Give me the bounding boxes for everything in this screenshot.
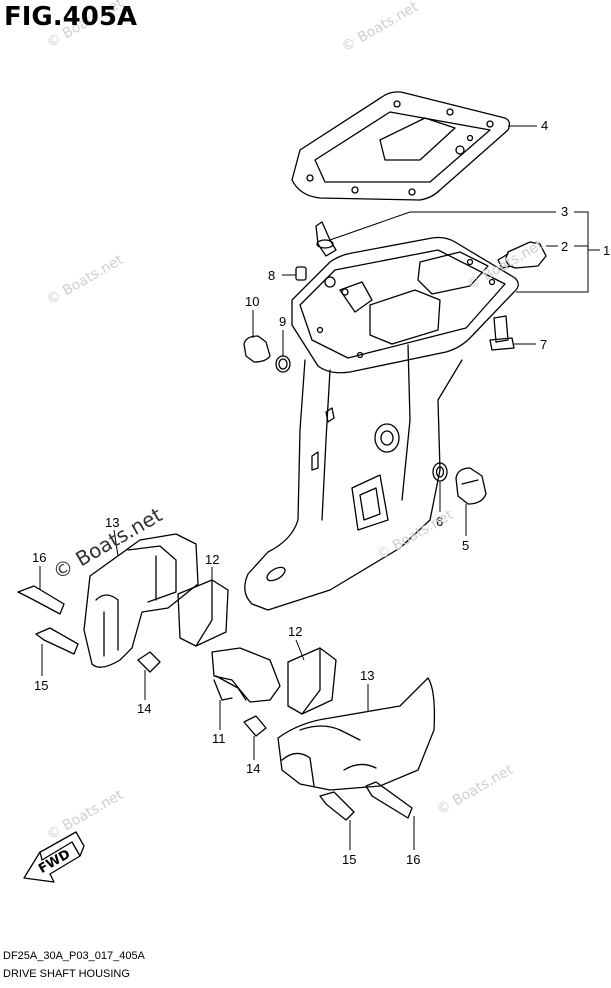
bolt-part-15-lower <box>319 791 355 821</box>
callout-labels: 1 2 3 4 5 6 7 8 9 10 11 12 12 13 13 14 1… <box>32 118 610 867</box>
model-code: DF25A_30A_P03_017_405A <box>3 950 145 962</box>
gasket-part <box>291 91 511 201</box>
bolt-part-7 <box>493 315 509 343</box>
callout-16-lower: 16 <box>406 852 420 867</box>
pin-part-14-left <box>137 651 161 673</box>
clamp-part-11 <box>211 647 281 703</box>
watermark-2: © Boats.net <box>339 0 421 55</box>
callout-1: 1 <box>603 243 610 258</box>
bolt-part-16-left <box>17 585 65 615</box>
callout-9: 9 <box>279 314 286 329</box>
rubber-mount-upper-part <box>177 579 229 647</box>
callout-3: 3 <box>561 204 568 219</box>
pin-part-14-lower <box>243 715 267 737</box>
mount-bracket-lower-part <box>277 677 436 791</box>
bolt-part-16-lower <box>365 781 413 819</box>
callout-13-upper: 13 <box>105 515 119 530</box>
rubber-mount-lower-part <box>287 647 337 715</box>
mount-bracket-upper-part <box>83 533 199 668</box>
section-name: DRIVE SHAFT HOUSING <box>3 968 130 980</box>
callout-4: 4 <box>541 118 548 133</box>
watermark-5: © Boats.net <box>374 507 456 564</box>
figure-title: FIG.405A <box>4 2 138 32</box>
grommet-part-3 <box>315 221 337 257</box>
cap-part-10 <box>243 335 271 363</box>
callout-5: 5 <box>462 538 469 553</box>
callout-12-upper: 12 <box>205 552 219 567</box>
callout-16-left: 16 <box>32 550 46 565</box>
callout-15-left: 15 <box>34 678 48 693</box>
callout-15-lower: 15 <box>342 852 356 867</box>
bolt-part-15-left <box>35 627 79 655</box>
washer-part-6 <box>432 462 448 482</box>
callout-2: 2 <box>561 239 568 254</box>
drive-shaft-housing-part <box>244 236 519 611</box>
callout-11: 11 <box>212 731 226 746</box>
watermark-4: © Boats.net <box>464 237 546 294</box>
callout-14-lower: 14 <box>246 761 260 776</box>
dowel-pin-part-8 <box>295 266 307 281</box>
watermark-7: © Boats.net <box>434 762 516 819</box>
plug-part-5 <box>455 467 487 505</box>
callout-6: 6 <box>436 514 443 529</box>
watermark-3: © Boats.net <box>44 252 126 309</box>
callout-14-left: 14 <box>137 701 151 716</box>
callout-13-lower: 13 <box>360 668 374 683</box>
callout-7: 7 <box>540 337 547 352</box>
callout-10: 10 <box>245 294 259 309</box>
callout-8: 8 <box>268 268 275 283</box>
callout-12-lower: 12 <box>288 624 302 639</box>
watermark-6: © Boats.net <box>44 787 126 844</box>
